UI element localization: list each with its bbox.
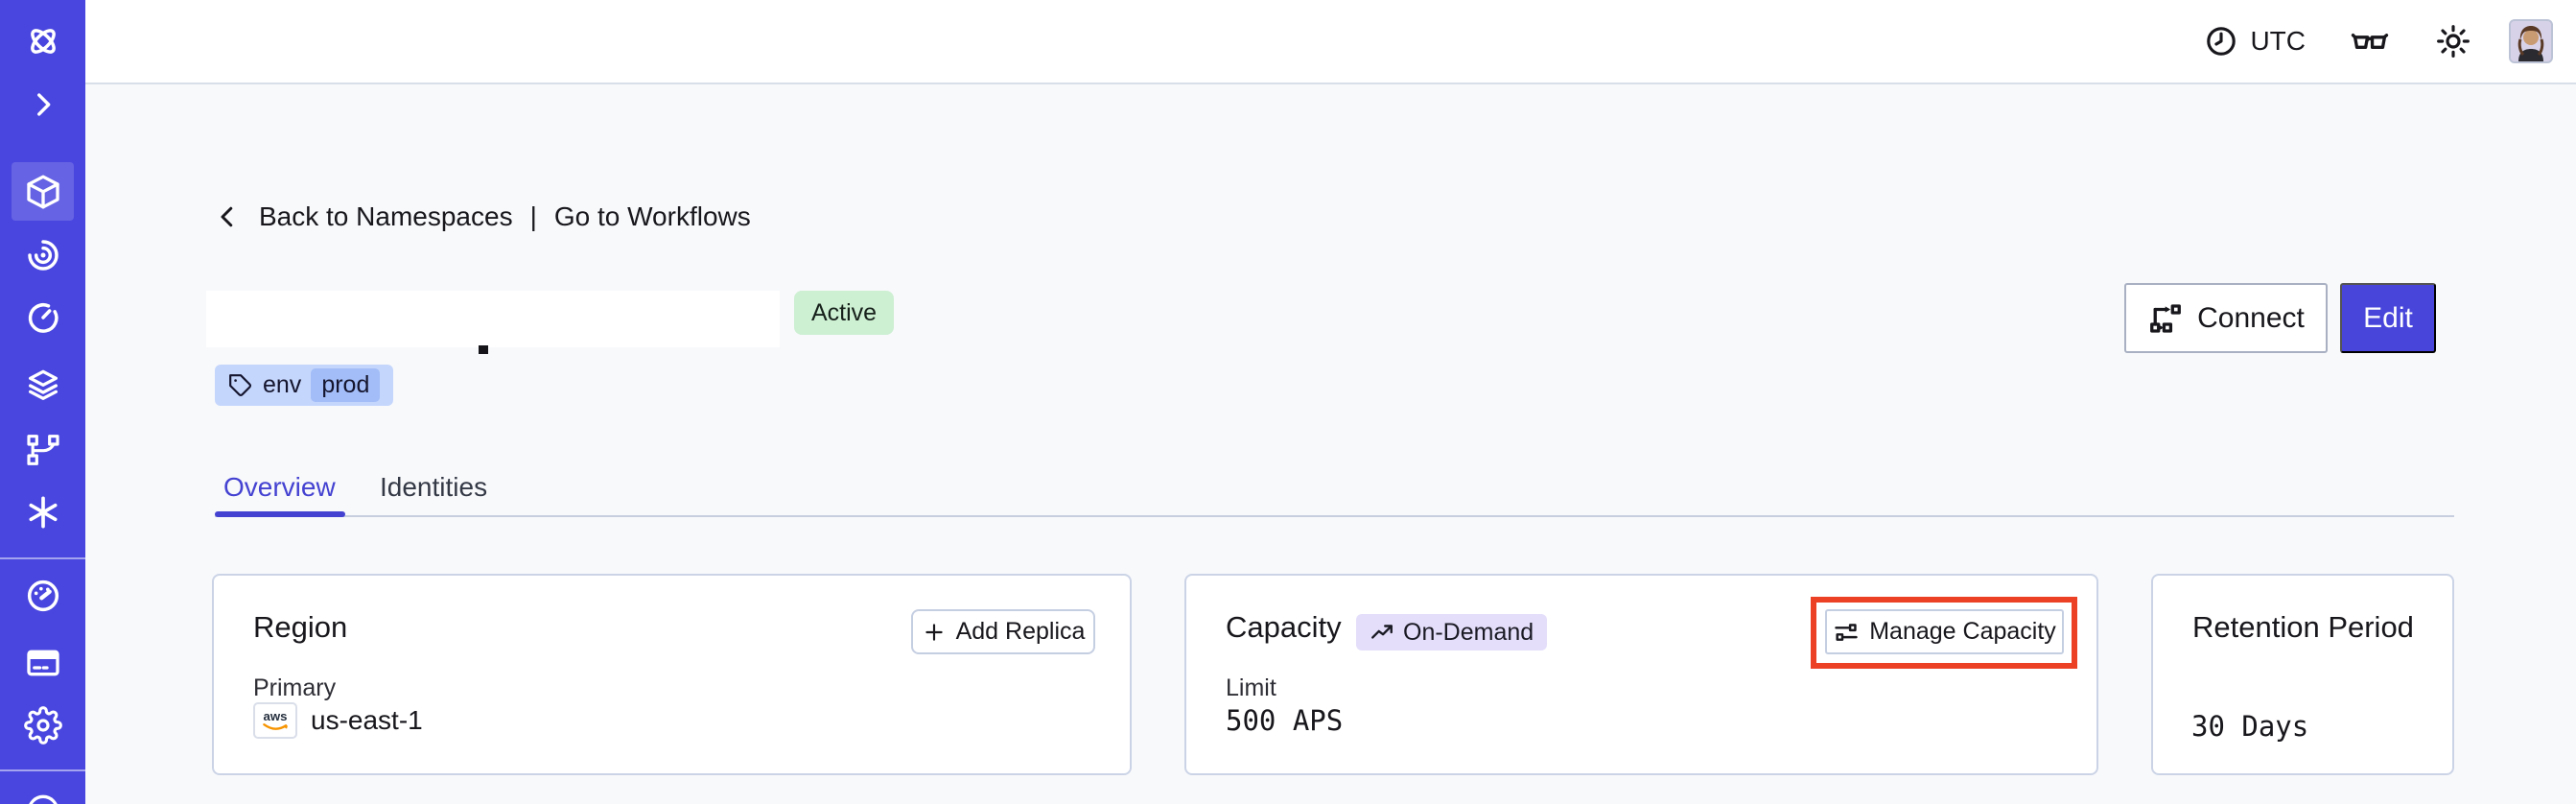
tag-value: prod (311, 368, 381, 402)
temporal-logo-icon[interactable] (23, 21, 62, 60)
theme-toggle-sun-icon[interactable] (2434, 22, 2472, 60)
sidebar-item-settings-gear-icon[interactable] (23, 705, 62, 745)
timezone-label: UTC (2250, 26, 2306, 56)
connect-button-label: Connect (2197, 301, 2305, 334)
region-card: Region Add Replica Primary aws us-east-1 (212, 574, 1132, 775)
connect-flow-icon (2147, 300, 2184, 337)
tab-identities[interactable]: Identities (380, 472, 488, 502)
capacity-card: Capacity On-Demand Limit 500 APS Manage … (1184, 574, 2098, 775)
retention-card-title: Retention Period (2192, 610, 2414, 644)
sidebar-divider (0, 769, 85, 771)
sidebar-item-batch-layers-icon[interactable] (23, 365, 62, 404)
clock-icon (2204, 24, 2238, 59)
sidebar-item-namespaces-cube-icon[interactable] (23, 172, 62, 211)
avatar-image (2511, 21, 2551, 61)
sidebar-item-account-icon[interactable] (23, 791, 62, 804)
sliders-icon (1833, 619, 1860, 646)
sidebar-divider (0, 557, 85, 559)
manage-capacity-label: Manage Capacity (1869, 618, 2056, 645)
manage-capacity-button[interactable]: Manage Capacity (1825, 609, 2064, 654)
topbar: UTC (85, 0, 2576, 84)
on-demand-badge: On-Demand (1356, 614, 1548, 650)
active-tab-underline (215, 511, 345, 517)
region-card-title: Region (253, 610, 348, 644)
status-badge: Active (794, 291, 895, 335)
capacity-card-title: Capacity (1226, 610, 1342, 644)
tag-key: env (263, 371, 302, 398)
retention-value: 30 Days (2191, 710, 2309, 743)
add-replica-label: Add Replica (955, 618, 1086, 645)
edit-button[interactable]: Edit (2340, 283, 2436, 353)
tag-icon (228, 373, 253, 398)
breadcrumb: Back to Namespaces | Go to Workflows (213, 198, 751, 236)
chevron-left-icon[interactable] (213, 202, 242, 231)
retention-card: Retention Period 30 Days (2151, 574, 2454, 775)
sidebar-item-nexus-icon[interactable] (23, 492, 62, 532)
aws-logo-text: aws (264, 709, 288, 723)
sidebar-item-workflows-icon[interactable] (23, 235, 62, 274)
breadcrumb-separator: | (529, 201, 537, 231)
on-demand-label: On-Demand (1403, 618, 1534, 646)
back-to-namespaces-link[interactable]: Back to Namespaces (259, 201, 513, 231)
limit-value: 500 APS (1226, 704, 1344, 737)
aws-logo-icon: aws (253, 702, 297, 739)
edit-button-label: Edit (2363, 301, 2413, 334)
timezone-selector[interactable]: UTC (2204, 24, 2306, 59)
tabs-divider-line (215, 515, 2454, 517)
trending-up-icon (1370, 620, 1394, 645)
plus-icon (922, 620, 947, 645)
user-avatar[interactable] (2509, 19, 2553, 63)
namespace-name-redacted (206, 291, 780, 347)
sidebar (0, 0, 85, 804)
go-to-workflows-link[interactable]: Go to Workflows (553, 201, 751, 231)
primary-label: Primary (253, 674, 337, 701)
sidebar-item-usage-gauge-icon[interactable] (23, 576, 62, 615)
reader-mode-glasses-icon[interactable] (2350, 21, 2390, 61)
limit-label: Limit (1226, 674, 1276, 701)
region-value: us-east-1 (311, 705, 423, 735)
connect-button[interactable]: Connect (2124, 283, 2328, 353)
add-replica-button[interactable]: Add Replica (911, 609, 1095, 654)
redaction-artifact (479, 345, 488, 354)
namespace-tag[interactable]: env prod (215, 365, 394, 406)
sidebar-expand-chevron-icon[interactable] (23, 84, 62, 124)
sidebar-item-deployments-icon[interactable] (23, 430, 62, 469)
sidebar-item-schedules-icon[interactable] (23, 297, 62, 337)
tab-overview[interactable]: Overview (223, 472, 336, 502)
primary-region-row: aws us-east-1 (253, 702, 423, 739)
sidebar-item-billing-icon[interactable] (23, 643, 62, 682)
